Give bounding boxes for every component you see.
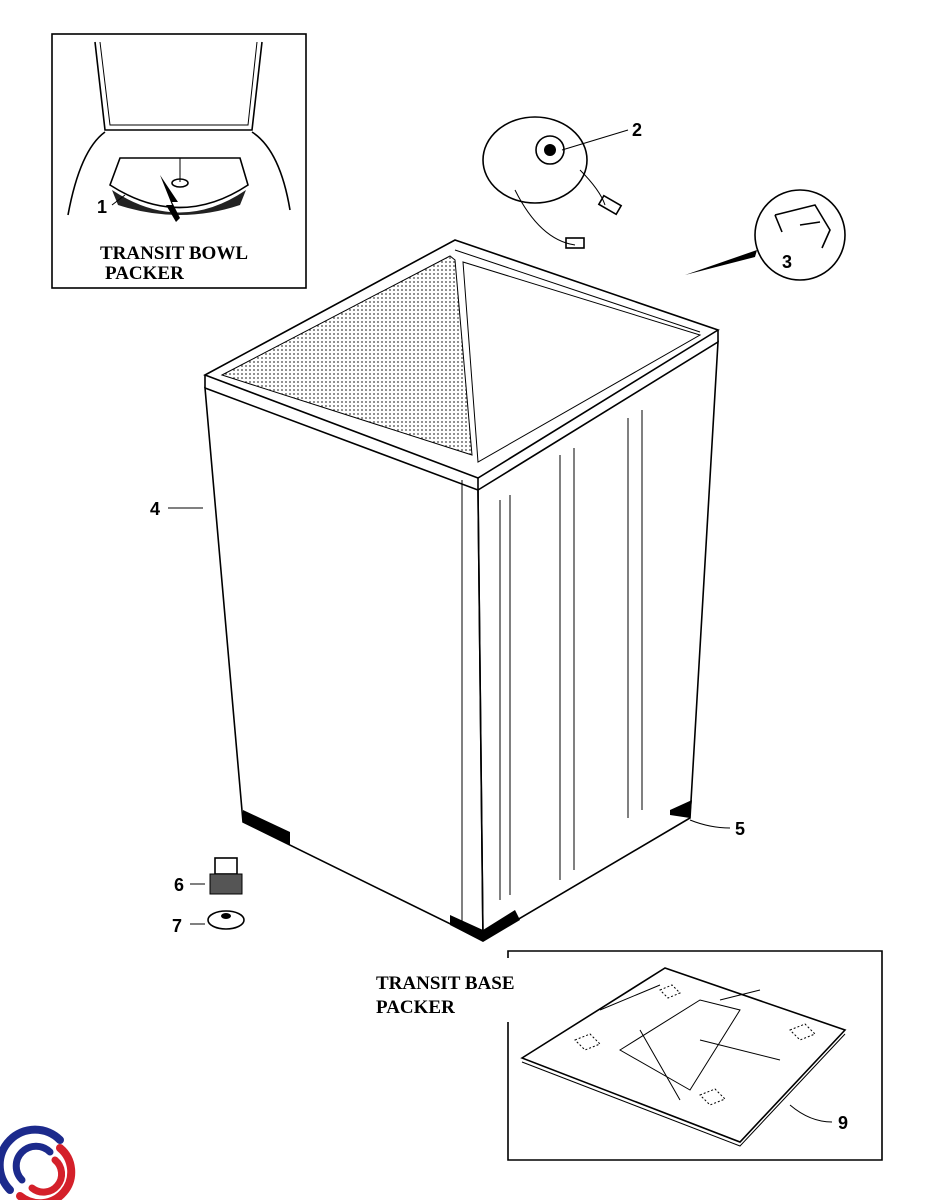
callout-2: 2 xyxy=(632,120,642,140)
base-packer-caption-line2: PACKER xyxy=(376,997,455,1018)
callout-3: 3 xyxy=(782,252,792,272)
bowl-packer-inset: 1 TRANSIT BOWL PACKER xyxy=(51,33,307,289)
base-packer-caption-line1: TRANSIT BASE xyxy=(376,973,515,994)
callout-7: 7 xyxy=(172,916,182,936)
callout-5: 5 xyxy=(735,819,745,839)
callout-1: 1 xyxy=(97,197,107,217)
callout-6: 6 xyxy=(174,875,184,895)
brand-logo xyxy=(0,1125,76,1200)
part-6-plug: 6 xyxy=(174,857,243,895)
bowl-packer-caption-line2: PACKER xyxy=(105,263,184,284)
part-2-lid-switch: 2 xyxy=(482,116,642,249)
part-7-washer: 7 xyxy=(172,910,245,936)
bowl-packer-caption-line1: TRANSIT BOWL xyxy=(100,243,248,264)
callout-9: 9 xyxy=(838,1113,848,1133)
base-packer-inset: TRANSIT BASE PACKER 9 xyxy=(370,950,883,1161)
callout-4: 4 xyxy=(150,499,160,519)
part-4-cabinet: 4 5 xyxy=(150,239,745,942)
part-3-clip: 3 xyxy=(685,189,846,281)
